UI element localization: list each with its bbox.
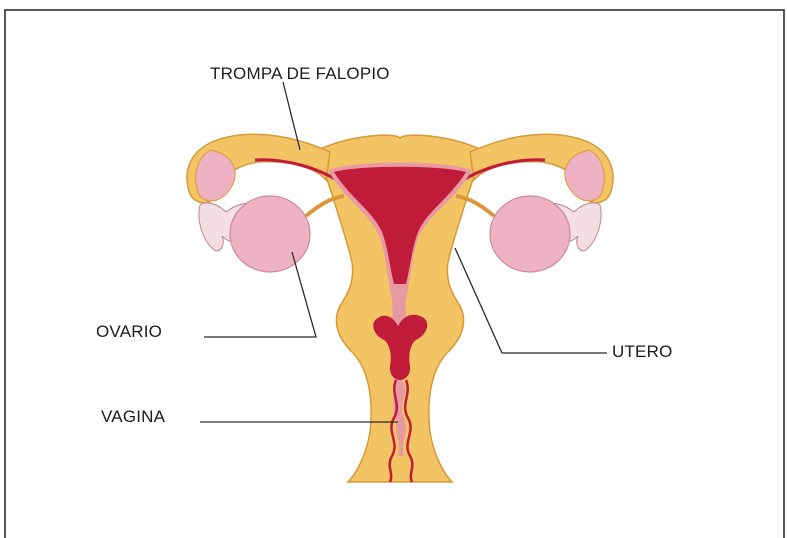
uterus-label: UTERO [612,342,673,362]
ovary-label: OVARIO [96,322,162,342]
right-ovary [490,196,570,272]
left-ovary [230,196,310,272]
vagina-label: VAGINA [101,407,165,427]
fallopian-tube-label: TROMPA DE FALOPIO [210,64,390,84]
